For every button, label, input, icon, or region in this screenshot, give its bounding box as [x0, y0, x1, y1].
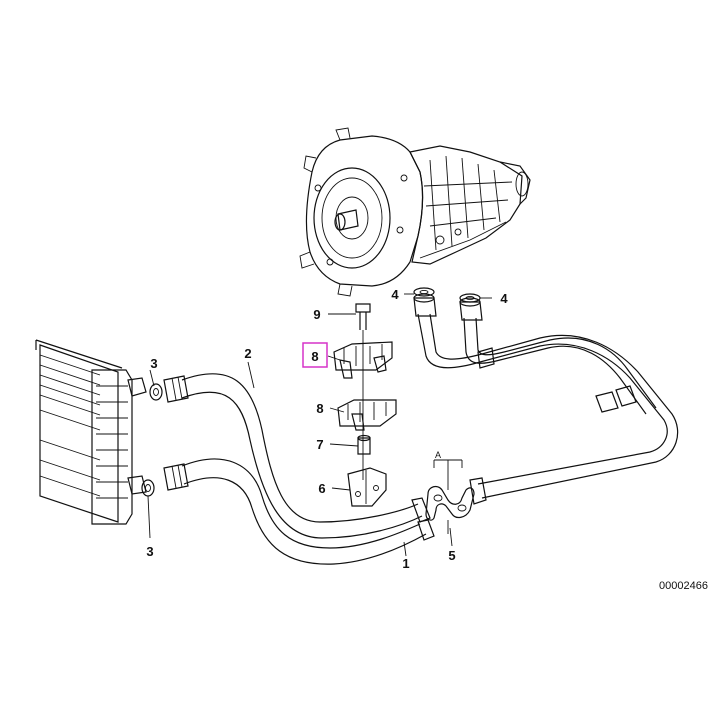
transmission-assembly	[299, 127, 531, 297]
hose-2	[149, 373, 423, 539]
hose-1	[141, 458, 435, 565]
highlight-box-part-8	[302, 342, 328, 368]
label-part-3-top: 3	[150, 356, 157, 371]
label-part-4-right: 4	[500, 291, 508, 306]
metal-lines	[413, 287, 679, 505]
label-part-1: 1	[402, 556, 409, 571]
reference-number: 00002466	[659, 580, 708, 592]
radiator	[35, 339, 147, 525]
bracket-stack	[333, 303, 397, 507]
label-part-7: 7	[316, 437, 323, 452]
label-part-6: 6	[318, 481, 325, 496]
label-part-9: 9	[313, 307, 320, 322]
leader-lines	[147, 293, 492, 557]
label-section-a: A	[435, 450, 441, 460]
clip-5	[425, 459, 475, 534]
label-part-8-upper: 8	[311, 349, 318, 364]
label-part-3-bottom: 3	[146, 544, 153, 559]
label-part-4-left: 4	[391, 287, 399, 302]
label-part-2: 2	[244, 346, 251, 361]
label-part-5: 5	[448, 548, 455, 563]
label-part-8-lower: 8	[316, 401, 323, 416]
